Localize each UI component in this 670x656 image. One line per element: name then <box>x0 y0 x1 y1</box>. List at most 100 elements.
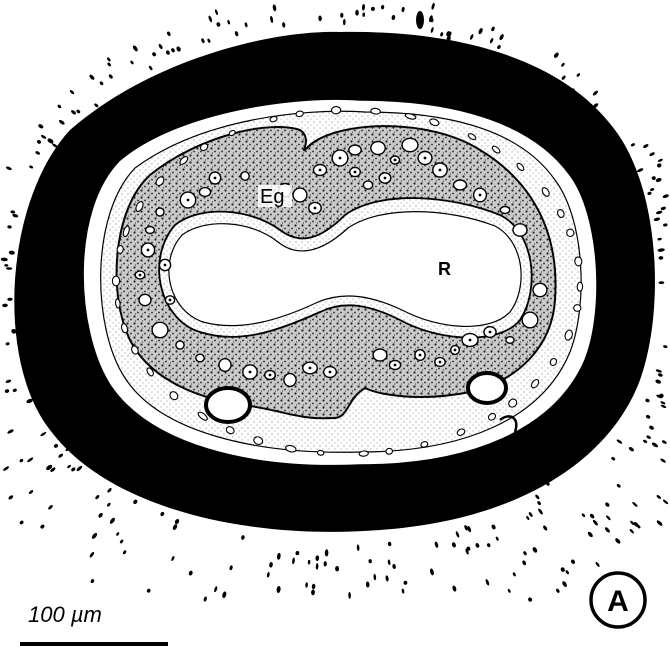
stipple-dot <box>662 194 669 199</box>
stipple-dot <box>308 560 311 565</box>
stipple-dot <box>660 206 666 211</box>
stipple-dot <box>660 404 666 409</box>
stipple-dot <box>325 549 329 556</box>
vesicle <box>196 354 204 362</box>
stipple-dot <box>656 520 663 527</box>
stipple-dot <box>27 457 34 463</box>
stipple-dot <box>58 453 64 459</box>
stipple-dot <box>4 389 9 394</box>
stipple-dot <box>371 7 375 11</box>
stipple-dot <box>19 520 24 525</box>
peripheral-cell <box>112 276 119 286</box>
vesicle-nucleus <box>187 199 190 202</box>
vesicle-nucleus <box>394 159 397 162</box>
stipple-dot <box>305 582 308 588</box>
stipple-dot <box>188 570 193 576</box>
peripheral-cell <box>385 448 393 455</box>
stipple-dot <box>270 16 274 24</box>
stipple-dot <box>521 560 526 566</box>
stipple-dot <box>366 581 370 587</box>
stipple-dot <box>57 104 62 109</box>
stipple-dot <box>431 3 436 11</box>
stipple-dot <box>632 501 639 507</box>
stipple-dot <box>656 494 662 499</box>
stipple-dot <box>95 494 101 500</box>
stipple-dot <box>176 46 182 53</box>
stipple-dot <box>368 559 372 564</box>
large-cell-right <box>468 373 506 403</box>
stipple-dot <box>119 539 124 544</box>
stipple-dot <box>663 223 668 227</box>
vesicle-nucleus <box>424 157 427 160</box>
stipple-dot <box>316 563 319 570</box>
stipple-dot <box>276 553 281 560</box>
stipple-dot <box>76 465 83 472</box>
stipple-dot <box>645 414 651 419</box>
vesicle <box>176 341 184 349</box>
vesicle <box>371 142 385 155</box>
stipple-dot <box>650 188 655 192</box>
stipple-dot <box>216 22 221 28</box>
stipple-dot <box>2 303 8 307</box>
stipple-dot <box>440 32 444 37</box>
stipple-dot <box>214 9 218 16</box>
stipple-dot <box>207 38 211 43</box>
stipple-dot <box>172 523 178 530</box>
stipple-dot <box>497 44 502 49</box>
stipple-dot <box>553 52 560 59</box>
stipple-dot <box>315 555 319 561</box>
stipple-dot <box>387 559 390 565</box>
vesicle-nucleus <box>384 177 387 180</box>
stipple-dot <box>649 152 656 157</box>
stipple-dot <box>663 345 668 349</box>
stipple-dot <box>430 27 434 33</box>
stipple-dot <box>122 550 127 555</box>
stipple-dot <box>475 542 480 548</box>
stipple-dot <box>272 4 277 11</box>
stipple-dot <box>76 109 81 114</box>
stipple-dot <box>478 27 484 35</box>
vesicle-nucleus <box>454 349 457 352</box>
stipple-dot <box>200 38 205 44</box>
vesicle <box>506 337 514 344</box>
vesicle-nucleus <box>354 171 357 174</box>
vesicle <box>199 188 210 197</box>
stipple-dot <box>12 388 17 393</box>
stipple-dot <box>40 431 47 437</box>
stipple-dot <box>166 31 171 37</box>
scale-bar-label: 100 µm <box>28 602 102 627</box>
stipple-dot <box>565 570 570 575</box>
stipple-dot <box>70 109 77 115</box>
stipple-dot <box>5 342 10 346</box>
stipple-dot <box>107 62 112 67</box>
peripheral-cell <box>115 299 120 309</box>
stipple-dot <box>107 487 113 493</box>
stipple-dot <box>343 19 346 25</box>
stipple-dot <box>507 588 511 593</box>
peripheral-cell <box>317 450 324 456</box>
stipple-dot <box>401 7 405 13</box>
stipple-dot <box>643 439 648 444</box>
stipple-dot <box>657 158 663 162</box>
stipple-dot <box>655 369 662 373</box>
stipple-dot <box>106 502 111 507</box>
stipple-dot <box>605 515 611 521</box>
stipple-dot <box>170 48 175 53</box>
stipple-dot <box>455 531 460 538</box>
vesicle <box>139 294 151 305</box>
stipple-dot <box>592 90 599 97</box>
lumen-label: R <box>438 259 451 279</box>
vesicle <box>284 374 296 387</box>
vesicle-nucleus <box>469 339 472 342</box>
stipple-dot <box>94 103 99 108</box>
stipple-dot <box>88 74 95 81</box>
stipple-dot <box>1 257 8 261</box>
stipple-dot <box>89 551 95 558</box>
stipple-dot <box>130 60 135 65</box>
stipple-dot <box>318 15 322 21</box>
stipple-dot <box>241 535 246 541</box>
peripheral-cell <box>577 282 583 291</box>
stipple-dot <box>570 559 576 565</box>
vesicle-nucleus <box>314 207 317 210</box>
